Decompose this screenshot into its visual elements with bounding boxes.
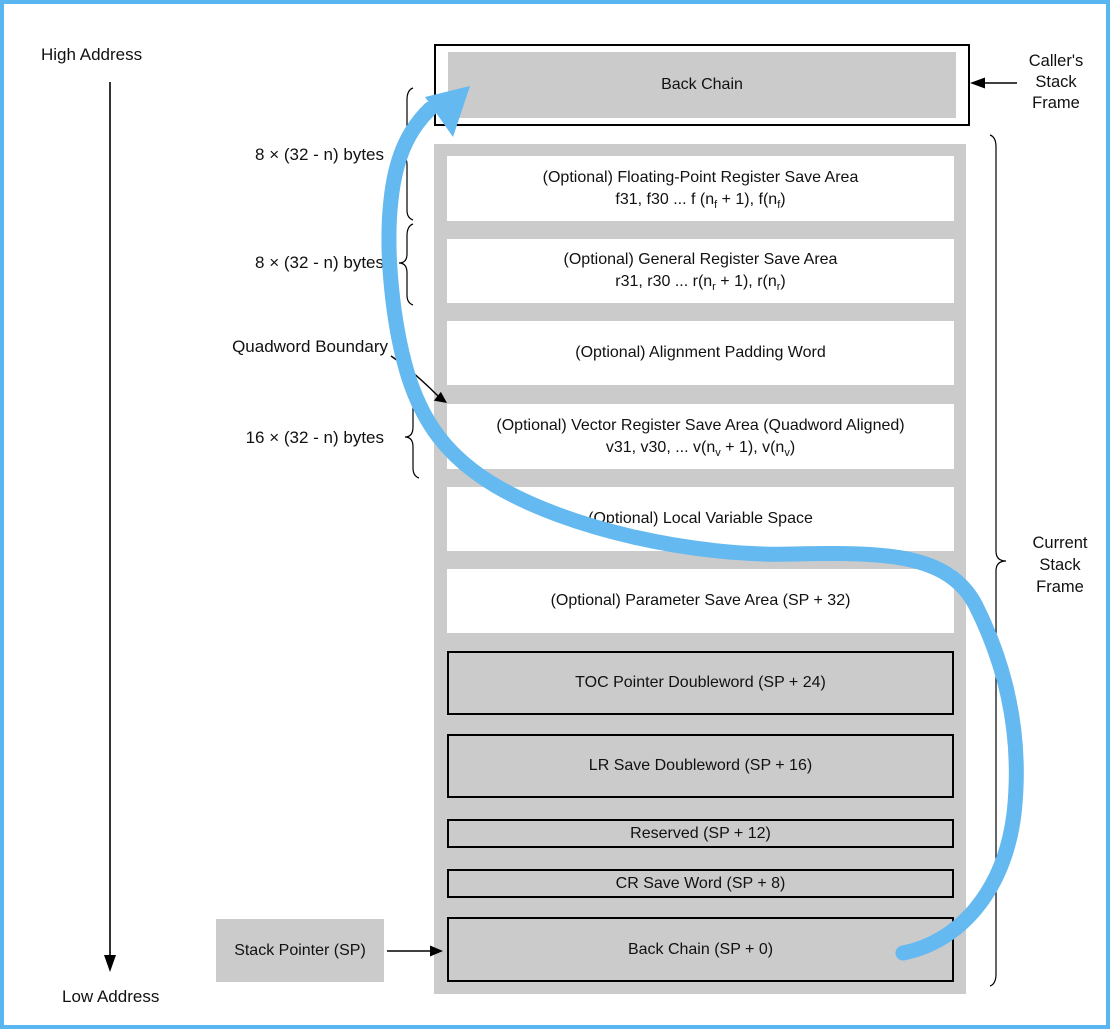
callers-stack-frame-label: Caller's Stack Frame (1028, 52, 1084, 112)
gr-bytes-label: 8 × (32 - n) bytes (255, 253, 384, 272)
stack-pointer-box: Stack Pointer (SP) (216, 919, 384, 982)
row-parameter-save-area: (Optional) Parameter Save Area (SP + 32) (447, 569, 954, 633)
caller-frame-box: Back Chain (434, 44, 970, 126)
vr-bytes-label: 16 × (32 - n) bytes (245, 428, 384, 447)
row-local-variable-space: (Optional) Local Variable Space (447, 487, 954, 551)
fp-bytes-brace (398, 87, 414, 221)
row-gpr-save-area: (Optional) General Register Save Area r3… (447, 239, 954, 303)
row-fpr-save-area: (Optional) Floating-Point Register Save … (447, 156, 954, 221)
row-vector-save-area: (Optional) Vector Register Save Area (Qu… (447, 404, 954, 469)
caller-back-chain-cell: Back Chain (448, 52, 956, 118)
row-lr-save: LR Save Doubleword (SP + 16) (447, 734, 954, 798)
row-cr-save: CR Save Word (SP + 8) (447, 869, 954, 898)
row-alignment-padding: (Optional) Alignment Padding Word (447, 321, 954, 385)
vr-bytes-brace (404, 396, 420, 479)
callers-frame-arrow (970, 77, 1017, 89)
quadword-boundary-label: Quadword Boundary (232, 337, 388, 356)
gr-bytes-brace (398, 223, 414, 306)
row-reserved: Reserved (SP + 12) (447, 819, 954, 848)
current-frame-brace (989, 134, 1007, 987)
high-address-label: High Address (41, 45, 143, 64)
row-back-chain: Back Chain (SP + 0) (447, 917, 954, 982)
current-frame-container: (Optional) Floating-Point Register Save … (434, 144, 966, 994)
address-direction-arrow (104, 82, 116, 972)
row-toc-pointer: TOC Pointer Doubleword (SP + 24) (447, 651, 954, 715)
current-stack-frame-label: Current Stack Frame (1032, 534, 1088, 596)
fp-bytes-label: 8 × (32 - n) bytes (255, 145, 384, 164)
low-address-label: Low Address (62, 987, 160, 1006)
